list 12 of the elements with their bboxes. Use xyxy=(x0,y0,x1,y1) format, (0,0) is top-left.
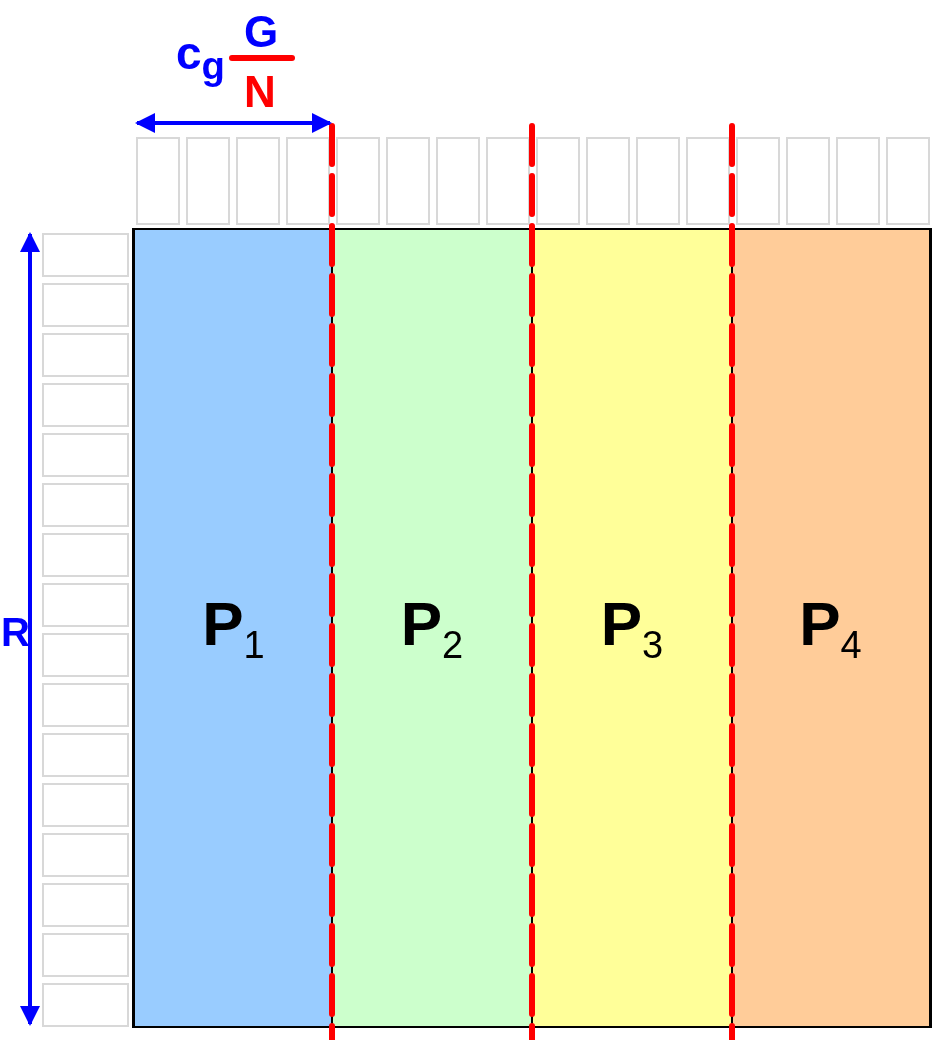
partition-label: P$_{3}$ xyxy=(600,588,664,668)
partition-label: P$_{4}$ xyxy=(799,588,862,668)
partition-column xyxy=(532,228,732,1028)
formula-label: G xyxy=(244,10,279,54)
formula-label: R xyxy=(1,612,30,652)
partition-column xyxy=(132,228,332,1028)
partition-label: P$_{2}$ xyxy=(400,588,464,668)
partition-column xyxy=(732,228,932,1028)
formula-label: N xyxy=(244,70,276,114)
formula-label: c$_{g}$ xyxy=(176,30,225,86)
partition-column xyxy=(332,228,532,1028)
partition-label: P$_{1}$ xyxy=(202,588,265,668)
